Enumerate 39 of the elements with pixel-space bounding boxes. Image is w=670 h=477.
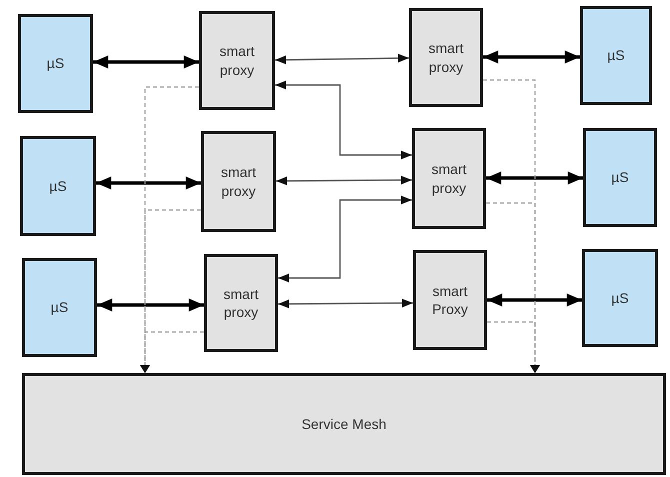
node-label: smart proxy (428, 39, 464, 76)
node-label: smart Proxy (431, 282, 469, 318)
microservice-box (582, 249, 658, 347)
dashed-arrow (140, 331, 204, 373)
node-label: Service Mesh (302, 414, 386, 434)
arrow (487, 294, 582, 306)
proxy-box (201, 131, 276, 232)
arrow (278, 196, 412, 282)
arrow (276, 176, 412, 186)
arrow (486, 172, 583, 184)
node-label: smart proxy (430, 160, 468, 197)
dashed-arrow (487, 321, 540, 373)
node-label: smart proxy (222, 284, 260, 322)
platform-bar (22, 373, 666, 475)
microservice-box (583, 128, 657, 227)
arrow (96, 176, 201, 190)
node-label: µS (46, 54, 64, 73)
proxy-box (199, 11, 275, 110)
proxy-box (409, 8, 483, 107)
arrow (97, 298, 204, 312)
node-label: smart proxy (220, 163, 257, 200)
node-label: µS (611, 168, 629, 187)
node-label: µS (611, 288, 629, 308)
arrow (483, 50, 580, 64)
arrow (275, 54, 409, 64)
proxy-box (412, 128, 486, 229)
microservice-box (18, 14, 93, 113)
microservice-box (22, 258, 97, 357)
proxy-box (413, 250, 487, 350)
arrow (275, 80, 412, 160)
microservice-box (20, 136, 96, 236)
node-label: µS (50, 298, 68, 317)
arrow (93, 56, 199, 68)
node-label: µS (607, 46, 625, 65)
microservice-box (580, 6, 652, 105)
proxy-box (204, 254, 278, 352)
node-label: smart proxy (218, 42, 256, 79)
arrow (278, 298, 413, 308)
node-label: µS (49, 176, 67, 196)
